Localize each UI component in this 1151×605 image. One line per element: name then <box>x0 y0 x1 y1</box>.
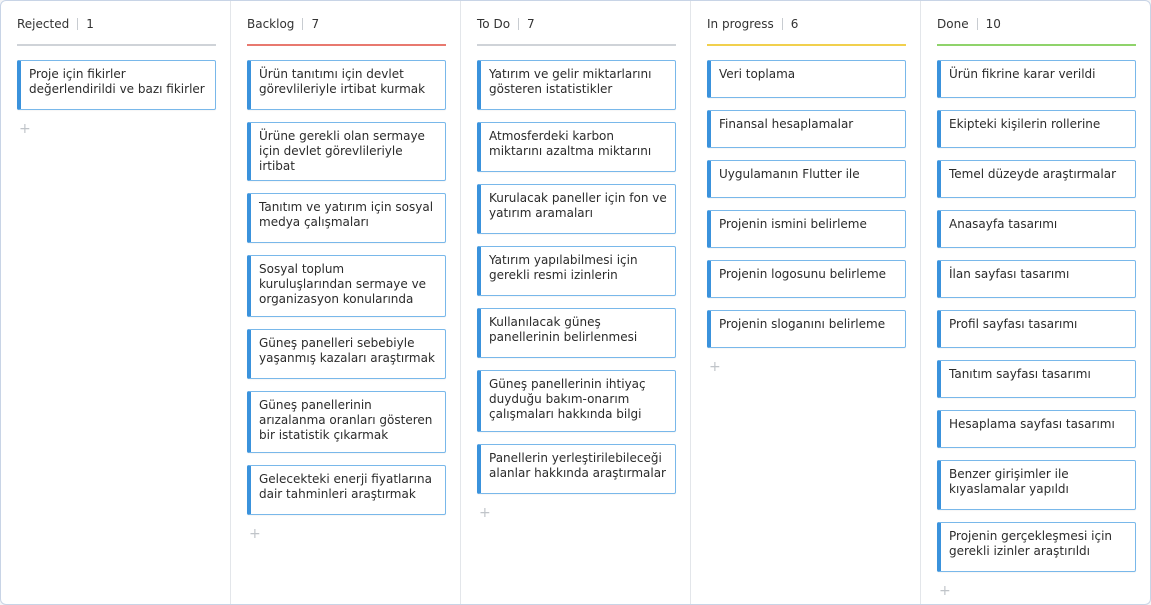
add-card-icon[interactable]: + <box>479 505 491 521</box>
task-card[interactable]: Atmosferdeki karbon miktarını azaltma mi… <box>477 122 676 172</box>
header-divider <box>781 17 783 30</box>
column-title: In progress <box>707 16 774 31</box>
task-card[interactable]: Tanıtım sayfası tasarımı <box>937 360 1136 398</box>
task-card[interactable]: Temel düzeyde araştırmalar <box>937 160 1136 198</box>
header-divider <box>976 17 978 30</box>
add-card-icon[interactable]: + <box>709 359 721 375</box>
header-divider <box>77 17 79 30</box>
column-header: Done 10 <box>937 1 1136 46</box>
header-divider <box>518 17 520 30</box>
task-card[interactable]: Kullanılacak güneş panellerinin belirlen… <box>477 308 676 358</box>
column-backlog: Backlog 7 Ürün tanıtımı için devlet göre… <box>231 1 461 604</box>
column-title: To Do <box>477 16 511 31</box>
task-card[interactable]: Kurulacak paneller için fon ve yatırım a… <box>477 184 676 234</box>
column-header: Backlog 7 <box>247 1 446 46</box>
column-rejected: Rejected 1 Proje için fikirler değerlend… <box>1 1 231 604</box>
column-title: Backlog <box>247 16 295 31</box>
task-card[interactable]: Veri toplama <box>707 60 906 98</box>
column-header: Rejected 1 <box>17 1 216 46</box>
task-card[interactable]: Panellerin yerleştirilebileceği alanlar … <box>477 444 676 494</box>
task-card[interactable]: Ekipteki kişilerin rollerine <box>937 110 1136 148</box>
task-card[interactable]: Güneş panelleri sebebiyle yaşanmış kazal… <box>247 329 446 379</box>
task-card[interactable]: Projenin sloganını belirleme <box>707 310 906 348</box>
task-card[interactable]: Ürüne gerekli olan sermaye için devlet g… <box>247 122 446 181</box>
task-card[interactable]: Güneş panellerinin ihtiyaç duyduğu bakım… <box>477 370 676 432</box>
task-card[interactable]: Ürün tanıtımı için devlet görevlileriyle… <box>247 60 446 110</box>
column-header: To Do 7 <box>477 1 676 46</box>
add-card-icon[interactable]: + <box>19 121 31 137</box>
task-card[interactable]: Proje için fikirler değerlendirildi ve b… <box>17 60 216 110</box>
column-count: 10 <box>985 16 1001 31</box>
task-card[interactable]: Profil sayfası tasarımı <box>937 310 1136 348</box>
task-card[interactable]: Yatırım ve gelir miktarlarını gösteren i… <box>477 60 676 110</box>
task-card[interactable]: Projenin logosunu belirleme <box>707 260 906 298</box>
column-count: 6 <box>790 16 799 31</box>
task-card[interactable]: Sosyal toplum kuruluşlarından sermaye ve… <box>247 255 446 317</box>
column-count: 7 <box>311 16 320 31</box>
column-count: 7 <box>527 16 535 31</box>
task-card[interactable]: Projenin ismini belirleme <box>707 210 906 248</box>
add-card-icon[interactable]: + <box>249 526 261 542</box>
task-card[interactable]: Projenin gerçekleşmesi için gerekli izin… <box>937 522 1136 572</box>
task-card[interactable]: Uygulamanın Flutter ile <box>707 160 906 198</box>
header-divider <box>302 17 304 30</box>
column-title: Done <box>937 16 969 31</box>
task-card[interactable]: Benzer girişimler ile kıyaslamalar yapıl… <box>937 460 1136 510</box>
column-done: Done 10 Ürün fikrine karar verildi Ekipt… <box>921 1 1150 604</box>
column-todo: To Do 7 Yatırım ve gelir miktarlarını gö… <box>461 1 691 604</box>
task-card[interactable]: Tanıtım ve yatırım için sosyal medya çal… <box>247 193 446 243</box>
column-header: In progress 6 <box>707 1 906 46</box>
task-card[interactable]: Gelecekteki enerji fiyatlarına dair tahm… <box>247 465 446 515</box>
task-card[interactable]: İlan sayfası tasarımı <box>937 260 1136 298</box>
add-card-icon[interactable]: + <box>939 583 951 599</box>
task-card[interactable]: Güneş panellerinin arızalanma oranları g… <box>247 391 446 453</box>
task-card[interactable]: Anasayfa tasarımı <box>937 210 1136 248</box>
task-card[interactable]: Hesaplama sayfası tasarımı <box>937 410 1136 448</box>
column-in-progress: In progress 6 Veri toplama Finansal hesa… <box>691 1 921 604</box>
task-card[interactable]: Ürün fikrine karar verildi <box>937 60 1136 98</box>
task-card[interactable]: Yatırım yapılabilmesi için gerekli resmi… <box>477 246 676 296</box>
column-title: Rejected <box>17 16 70 31</box>
task-card[interactable]: Finansal hesaplamalar <box>707 110 906 148</box>
column-count: 1 <box>86 16 94 31</box>
